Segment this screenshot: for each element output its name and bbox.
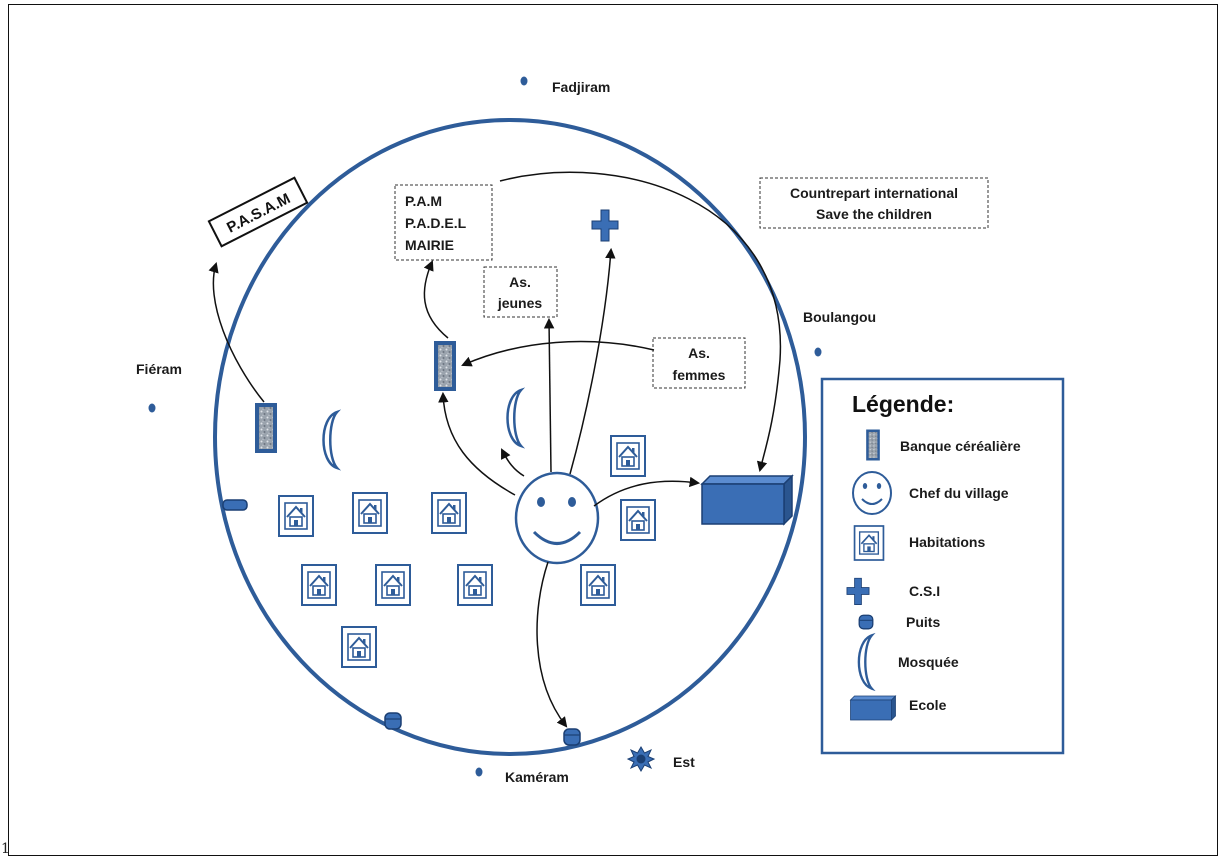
legend-grain-bank-icon: [866, 429, 880, 461]
legend-smiley-face-icon: [852, 471, 892, 515]
school-block-icon: [701, 475, 793, 525]
house-icon: [580, 564, 616, 606]
cross-icon: [591, 209, 619, 242]
partner-box: Countrepart international Save the child…: [759, 177, 989, 229]
house-icon: [620, 499, 656, 541]
house-icon: [278, 495, 314, 537]
chief-smiley-icon: [514, 471, 600, 565]
sun-icon: [626, 746, 656, 772]
partner-line-1: Countrepart international: [790, 185, 958, 201]
legend-label-habitations: Habitations: [909, 534, 985, 550]
as-femmes-line-2: femmes: [673, 367, 726, 383]
legend-well-icon: [858, 614, 874, 630]
well-icon: [563, 728, 581, 746]
well-icon: [222, 499, 248, 511]
grain-bank-icon: [255, 403, 277, 453]
legend-label-chief: Chef du village: [909, 485, 1009, 501]
as-jeunes-box: As. jeunes: [483, 266, 558, 318]
as-jeunes-line-1: As.: [509, 274, 531, 290]
house-icon: [301, 564, 337, 606]
house-icon: [352, 492, 388, 534]
village-boundary: [213, 118, 807, 756]
place-fieram: Fiéram: [136, 361, 182, 377]
pam-line-2: P.A.D.E.L: [405, 215, 467, 231]
legend-label-csi: C.S.I: [909, 583, 940, 599]
legend-house-icon: [853, 525, 885, 561]
crescent-icon: [506, 388, 523, 448]
relationship-arrows: [208, 171, 782, 728]
legend-box: Légende: Banque céréalière Chef du villa…: [820, 377, 1065, 755]
pam-line-1: P.A.M: [405, 193, 442, 209]
grain-bank-icon: [434, 341, 456, 391]
legend-label-ecole: Ecole: [909, 697, 947, 713]
legend-label-mosquee: Mosquée: [898, 654, 959, 670]
fieram-dot: [148, 403, 156, 413]
crescent-icon: [322, 410, 339, 470]
house-icon: [431, 492, 467, 534]
place-fadjiram: Fadjiram: [552, 79, 610, 95]
as-jeunes-line-2: jeunes: [497, 295, 543, 311]
place-kameram: Kaméram: [505, 769, 569, 785]
house-icon: [457, 564, 493, 606]
pam-line-3: MAIRIE: [405, 237, 454, 253]
kameram-dot: [475, 767, 483, 777]
house-icon: [341, 626, 377, 668]
place-boulangou: Boulangou: [803, 309, 876, 325]
house-icon: [610, 435, 646, 477]
place-est: Est: [673, 754, 695, 770]
boulangou-dot: [814, 347, 822, 357]
legend-label-puits: Puits: [906, 614, 940, 630]
fadjiram-dot: [520, 76, 528, 86]
well-icon: [384, 712, 402, 730]
house-icon: [375, 564, 411, 606]
legend-label-grain-bank: Banque céréalière: [900, 438, 1021, 454]
page-frame: [8, 4, 1218, 856]
pasam-box: P.A.S.A.M: [207, 176, 309, 248]
legend-title: Légende:: [852, 391, 954, 417]
as-femmes-box: As. femmes: [652, 337, 746, 389]
partner-line-2: Save the children: [816, 206, 932, 222]
legend-school-block-icon: [850, 695, 896, 721]
pam-box: P.A.M P.A.D.E.L MAIRIE: [394, 184, 493, 261]
stray-character: 1: [1, 841, 10, 857]
as-femmes-line-1: As.: [688, 345, 710, 361]
